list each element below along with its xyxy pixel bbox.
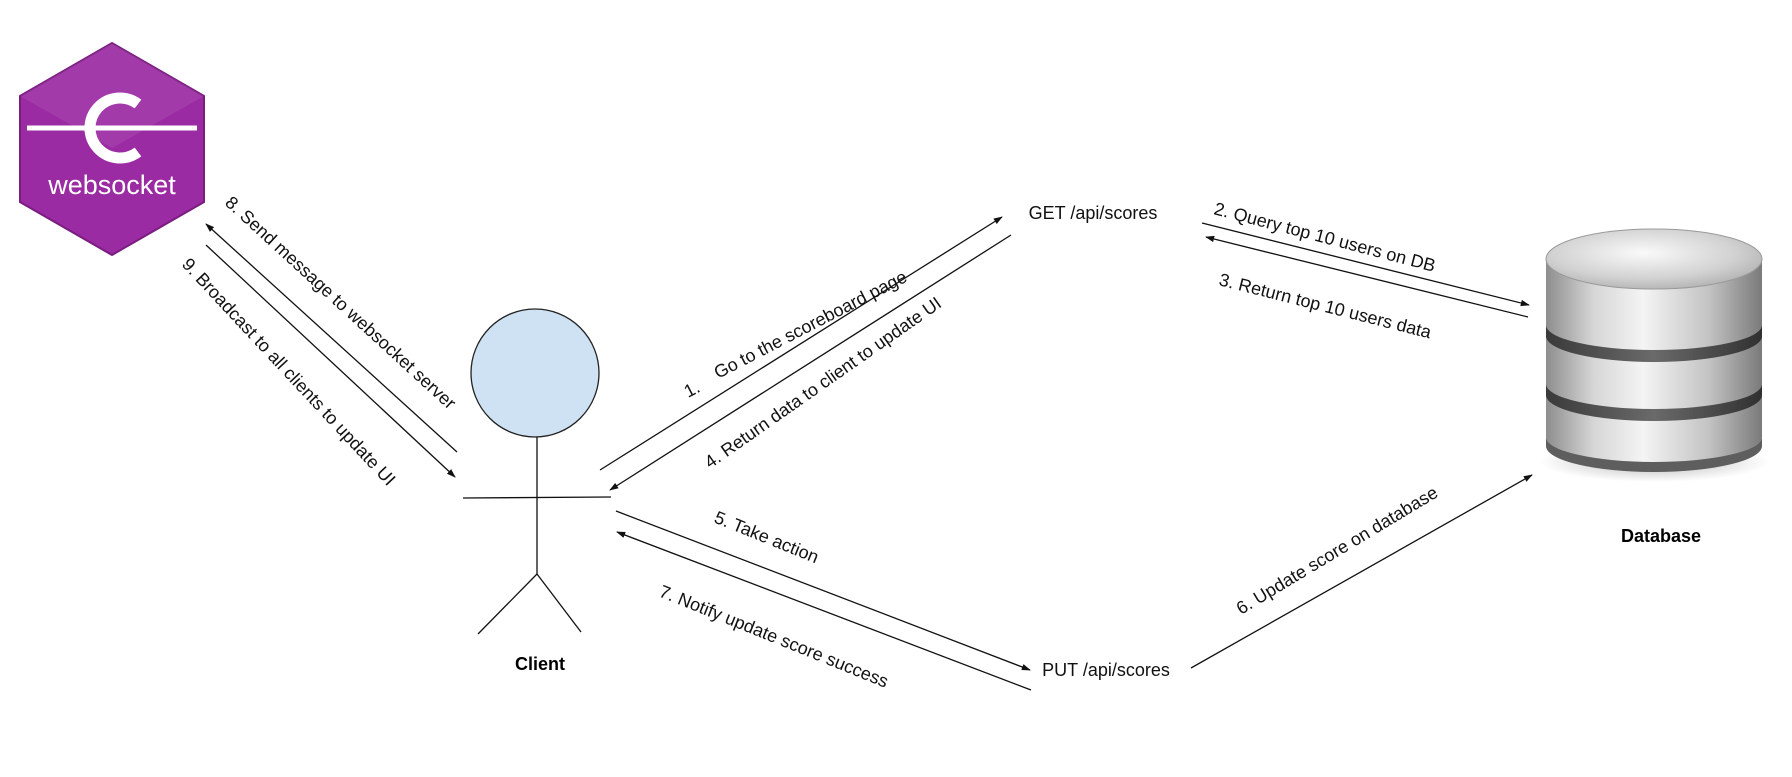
edge-2-label: 2. Query top 10 users on DB <box>1212 199 1438 276</box>
get-endpoint-label: GET /api/scores <box>1029 203 1158 223</box>
edge-2-arrow <box>1201 222 1530 307</box>
edge-9-label: 9. Broadcast to all clients to update UI <box>178 254 399 489</box>
edge-7-arrow <box>616 531 1032 691</box>
edge-8-label: 8. Send message to websocket server <box>221 192 460 413</box>
edge-9-arrow <box>205 244 456 478</box>
edge-3-label: 3. Return top 10 users data <box>1217 269 1434 342</box>
edge-5-label: 5. Take action <box>712 507 822 567</box>
edge-6-label: 6. Update score on database <box>1233 482 1441 618</box>
edge-4-arrow <box>609 234 1012 491</box>
edge-1-step: 1. <box>681 377 704 402</box>
database-label: Database <box>1621 526 1701 546</box>
edge-6-arrow <box>1190 474 1533 669</box>
edge-7-label: 7. Notify update score success <box>657 581 892 691</box>
client-label: Client <box>515 654 565 674</box>
edge-8-arrow <box>205 223 458 453</box>
edge-3-arrow <box>1205 235 1529 318</box>
database-cylinder-icon <box>1539 228 1769 482</box>
edge-5-arrow <box>615 510 1031 671</box>
edge-1-arrow <box>599 216 1003 471</box>
websocket-logo-icon: websocket <box>19 41 205 257</box>
websocket-logo-text: websocket <box>47 170 176 200</box>
stick-figure-icon <box>462 308 612 635</box>
put-endpoint-label: PUT /api/scores <box>1042 660 1170 680</box>
edge-1-label: Go to the scoreboard page <box>711 267 910 383</box>
